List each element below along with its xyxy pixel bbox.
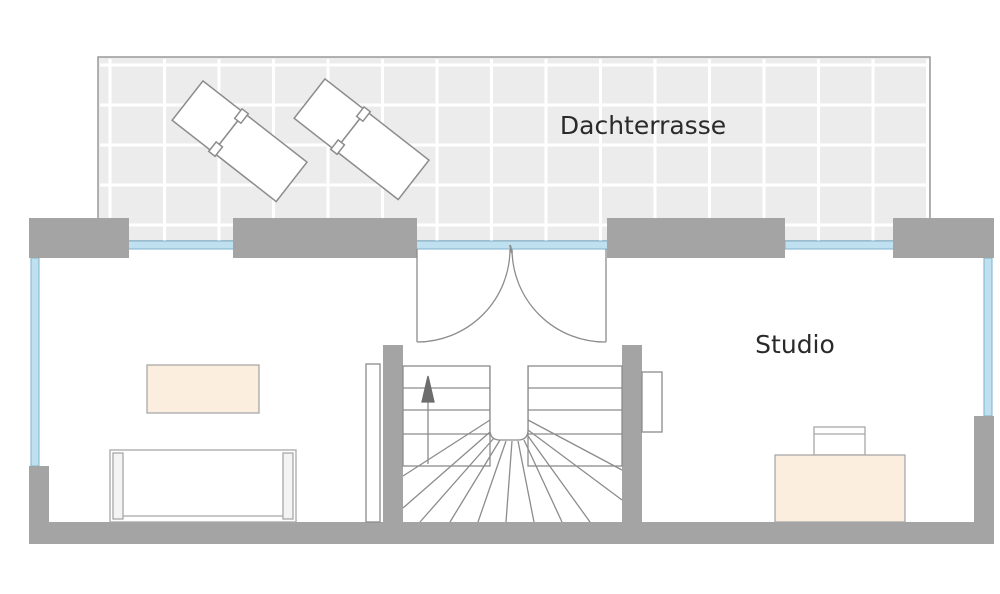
window-top-3: [784, 240, 895, 250]
wall-stair-left: [383, 345, 403, 525]
studio-label: Studio: [755, 330, 835, 359]
staircase: [365, 363, 663, 523]
window-left: [30, 257, 40, 467]
wall-stair-right: [622, 345, 642, 525]
wall-top-2: [233, 218, 417, 258]
desk: [774, 454, 906, 523]
wall-bottom: [29, 522, 994, 544]
stair-direction-arrow-icon: [421, 375, 435, 403]
terrace-double-door: [416, 244, 607, 343]
wall-top-1: [29, 218, 129, 258]
wall-top-4: [893, 218, 994, 258]
sofa: [109, 449, 297, 523]
sun-lounger-left: [171, 79, 309, 203]
window-right: [983, 257, 993, 417]
desk-chair: [813, 426, 866, 456]
sun-lounger-right: [293, 77, 431, 201]
wall-right-lower: [974, 416, 994, 524]
wall-top-3: [607, 218, 785, 258]
terrace-label: Dachterrasse: [560, 111, 726, 140]
wall-left-lower: [29, 466, 49, 524]
walls: [29, 218, 994, 544]
window-top-1: [127, 240, 235, 250]
sideboard: [146, 364, 260, 414]
window-top-2: [415, 240, 609, 250]
